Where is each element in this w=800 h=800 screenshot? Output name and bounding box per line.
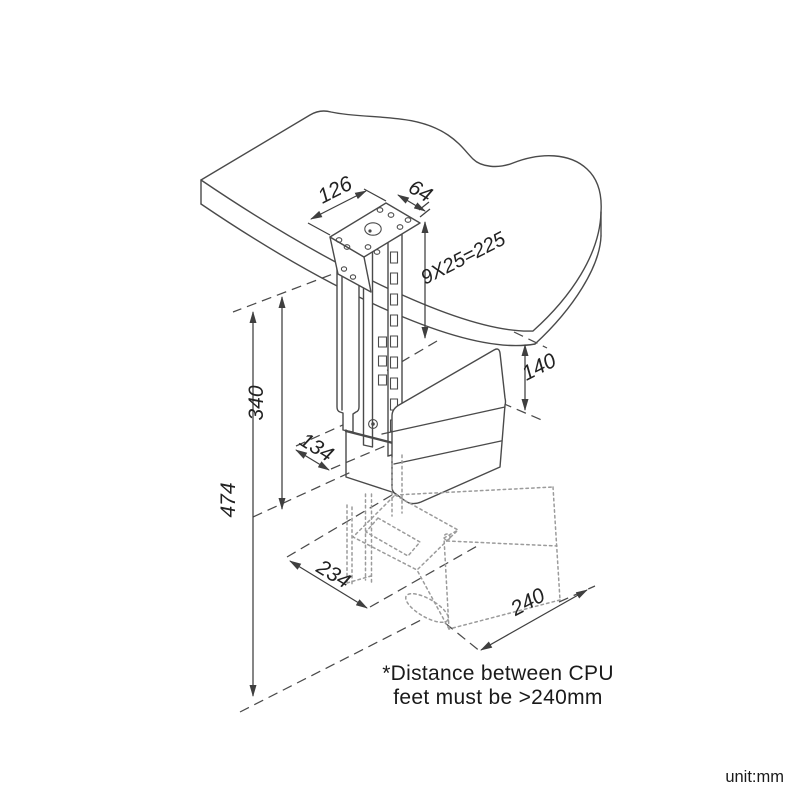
holder-bolt-icon xyxy=(368,419,378,429)
hidden-bracket-lines-b xyxy=(364,493,373,583)
tray-fold-heavy-line xyxy=(344,429,395,445)
tray-back-edge xyxy=(345,429,396,494)
cpu-top-handle xyxy=(364,517,422,557)
cpu-feet-extension-a xyxy=(444,622,482,653)
tray-depth-extension-b xyxy=(330,439,400,470)
note-line-2: feet must be >240mm xyxy=(393,686,602,709)
plate-top-face xyxy=(329,202,421,258)
side-slot-holes xyxy=(377,336,388,386)
dim-126-extensions xyxy=(307,188,387,236)
desk-front-thickness-edge xyxy=(200,203,536,347)
holder-bolt-center xyxy=(371,422,375,426)
dim-126-arrow xyxy=(310,190,367,220)
desk-edge-extension-right xyxy=(513,331,548,349)
holder-bottom-extension-left xyxy=(252,471,352,518)
outer-channel-bar xyxy=(336,261,360,433)
telescoping-rail-assembly xyxy=(336,233,403,457)
plate-center-hole xyxy=(364,222,382,236)
mounting-plate xyxy=(329,202,421,293)
cpu-feet-extension-b xyxy=(558,585,596,603)
holder-top-extension-right xyxy=(501,402,545,422)
unit-label: unit:mm xyxy=(725,768,784,786)
label-474: 474 xyxy=(217,482,240,517)
cpu-side-seam xyxy=(446,540,558,547)
cpu-front-vertical-edge xyxy=(443,537,450,630)
label-340: 340 xyxy=(245,385,268,420)
panel-fold-line-upper xyxy=(381,406,506,435)
base-depth-extension-a xyxy=(286,494,393,558)
dim-64-tick xyxy=(418,201,431,218)
cpu-top-face xyxy=(351,494,460,571)
panel-fold-line-lower xyxy=(393,440,502,465)
base-depth-extension-b xyxy=(369,544,480,608)
annotations: *Distance between CPU feet must be >240m… xyxy=(382,662,784,786)
cpu-holder-bracket xyxy=(344,348,507,505)
dimension-lines xyxy=(249,188,588,697)
cpu-feet-level-extension xyxy=(239,618,424,713)
cpu-front-lower-connector xyxy=(416,569,450,630)
cpu-top-long-edge xyxy=(394,486,554,496)
note-line-1: *Distance between CPU xyxy=(382,662,614,685)
holder-front-panel xyxy=(391,348,507,505)
desk-right-bottom-edge xyxy=(534,235,602,345)
hidden-rail-lines xyxy=(391,454,403,517)
cpu-foot xyxy=(404,592,450,624)
cpu-foot-marker xyxy=(443,533,451,541)
label-234: 234 xyxy=(312,555,355,593)
label-134: 134 xyxy=(295,428,337,466)
dim-240-arrow xyxy=(480,589,588,651)
cpu-front-top-connector xyxy=(443,529,459,539)
dim-234-arrow xyxy=(289,560,368,609)
desk-underside-extension-left xyxy=(232,268,347,313)
dim-134-arrow xyxy=(295,449,330,471)
cpu-right-edge xyxy=(552,486,561,601)
